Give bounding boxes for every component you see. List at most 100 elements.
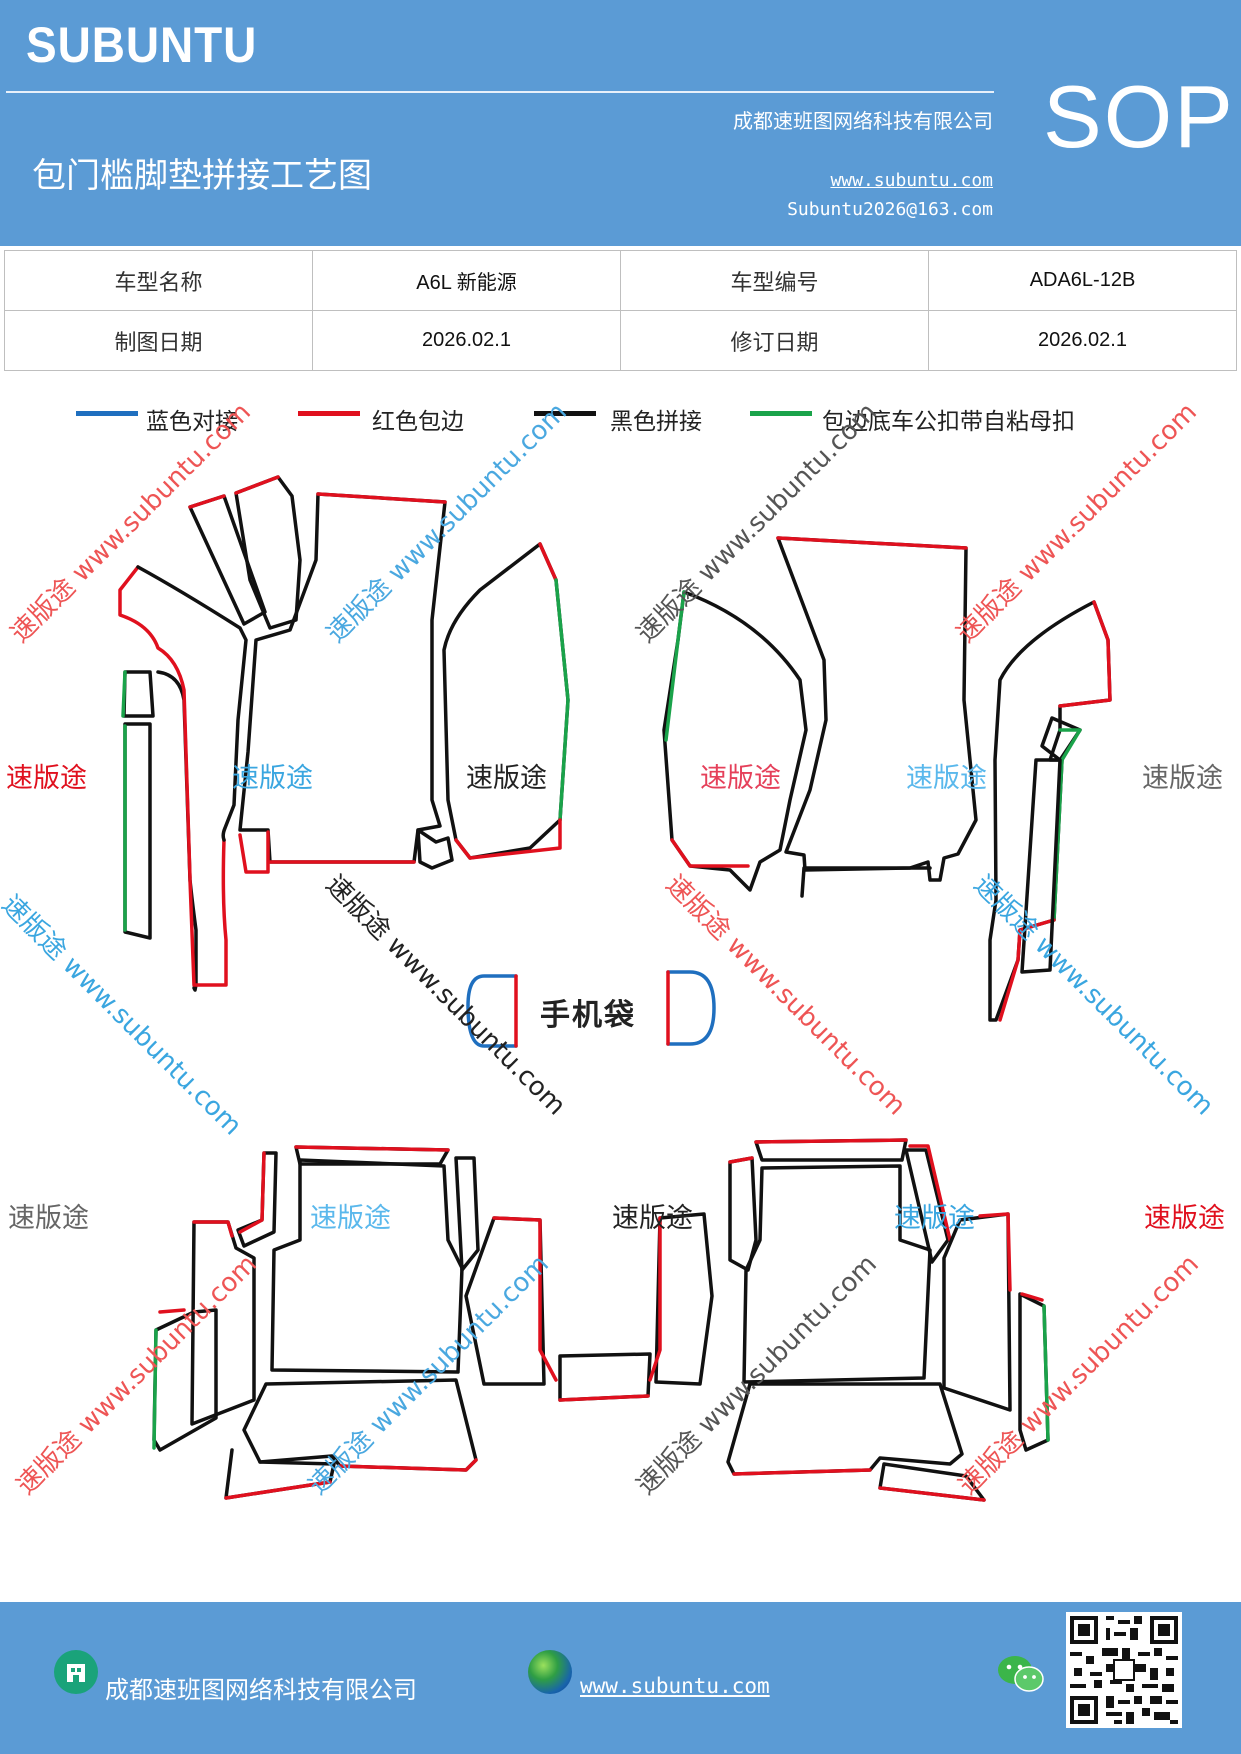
model-code-label: 车型编号 [620,250,929,311]
header-website-link[interactable]: www.subuntu.com [830,170,993,191]
rear-right-mat-group [648,1138,1050,1502]
brand-mark: 速版途 [466,763,547,794]
draw-date-label: 制图日期 [4,310,313,371]
legend-label: 蓝色对接 [146,409,238,435]
rear-left-mat-group [152,1145,652,1500]
brand-mark: 速版途 [6,763,87,794]
mat-edge [294,1145,450,1152]
legend-swatch [76,411,138,416]
brand-logo: SUBUNTU [26,17,258,73]
mat-edge [732,1468,872,1476]
phone-pocket-left [466,974,518,1048]
legend-label: 红色包边 [372,409,464,435]
mat-edge [554,578,570,822]
revision-date-label: 修订日期 [620,310,929,371]
front-right-mat-group [662,536,1112,1022]
mat-edge [158,1308,186,1314]
mat-piece [942,1212,1012,1412]
table-row: 车型名称 A6L 新能源 车型编号 ADA6L-12B [4,250,1237,311]
mat-edge [492,1216,558,1382]
mat-edge [188,838,228,987]
mat-edge [1058,600,1112,708]
header-company: 成都速班图网络科技有限公司 [733,109,993,133]
mat-edge [558,1394,650,1402]
wechat-icon [996,1652,1046,1696]
mat-piece [654,1212,714,1386]
mat-edge [188,494,226,509]
mat-edge [878,1486,986,1502]
brand-mark: 速版途 [310,1203,391,1234]
mat-edge [978,1212,1012,1292]
legend-label: 黑色拼接 [610,409,702,435]
footer-company: 成都速班图网络科技有限公司 [105,1676,417,1704]
mat-edge [454,818,562,860]
mat-edge [121,670,127,718]
mat-piece [454,1156,480,1272]
mat-piece [136,565,248,842]
mat-piece [662,590,808,892]
mat-edge [728,1156,754,1164]
brand-mark: 速版途 [1144,1203,1225,1234]
mat-edge [670,838,750,868]
brand-mark: 速版途 [894,1203,975,1234]
mat-piece [1018,1292,1050,1452]
mat-edge [316,492,447,504]
page-header: SUBUNTU 成都速班图网络科技有限公司 包门槛脚垫拼接工艺图 www.sub… [0,0,1241,246]
mat-outline-drawing [118,475,1112,1502]
revision-date-value: 2026.02.1 [928,310,1237,371]
mat-piece [156,670,198,992]
phone-pocket-right [666,970,716,1046]
mat-piece [904,1148,950,1264]
front-left-mat-group [118,475,570,992]
mat-piece [236,1151,278,1248]
model-name-label: 车型名称 [4,250,313,311]
mat-piece [442,542,570,860]
mat-piece [270,1158,464,1374]
mat-edge [152,1328,158,1450]
mat-piece [776,536,978,882]
mat-piece [123,722,152,940]
mat-piece [234,475,302,630]
mat-splice-diagram: 速版途 速版途 速版途 速版途 速版途 速版途 速版途 速版途 速版途 速版途 … [0,397,1241,1600]
header-email[interactable]: Subuntu2026@163.com [787,199,993,220]
footer-website-link[interactable]: www.subuntu.com [580,1674,770,1698]
mat-edge [238,1151,266,1234]
mat-edge [192,1220,234,1238]
header-divider [6,91,994,93]
phone-pocket-group [466,970,716,1048]
globe-icon [528,1650,572,1694]
brand-mark: 速版途 [906,763,987,794]
mat-edge [776,536,968,550]
color-legend: 蓝色对接 红色包边 黑色拼接 包边底车公扣带自粘母扣 [0,402,1241,442]
model-name-value: A6L 新能源 [312,250,621,311]
legend-label: 包边底车公扣带自粘母扣 [822,409,1075,435]
legend-swatch [298,411,360,416]
mat-edge [998,918,1056,1022]
mat-piece [742,1164,932,1384]
page-footer: 成都速班图网络科技有限公司 www.subuntu.com [0,1602,1241,1754]
brand-mark: 速版途 [612,1203,693,1234]
legend-swatch [750,411,812,416]
mat-edge [224,1480,332,1500]
mat-piece [726,1382,964,1476]
page-title: 包门槛脚垫拼接工艺图 [32,156,372,196]
brand-mark: 速版途 [1142,763,1223,794]
brand-mark: 速版途 [700,763,781,794]
mat-edge [1020,1292,1044,1302]
sop-badge: SOP [1043,67,1235,166]
mat-edge [1058,728,1082,762]
building-icon [54,1650,98,1694]
center-tunnel-piece [558,1352,652,1402]
phone-pocket-label: 手机袋 [540,998,636,1033]
vehicle-info-table: 车型名称 A6L 新能源 车型编号 ADA6L-12B 制图日期 2026.02… [4,250,1237,371]
mat-edge [238,830,270,874]
mat-piece [416,828,454,870]
mat-edge [118,565,192,880]
qr-code [1066,1612,1182,1728]
mat-edge [234,475,280,495]
mat-piece [1020,758,1062,974]
mat-edge [664,590,686,742]
mat-edge [908,1144,952,1242]
draw-date-value: 2026.02.1 [312,310,621,371]
brand-mark: 速版途 [232,763,313,794]
